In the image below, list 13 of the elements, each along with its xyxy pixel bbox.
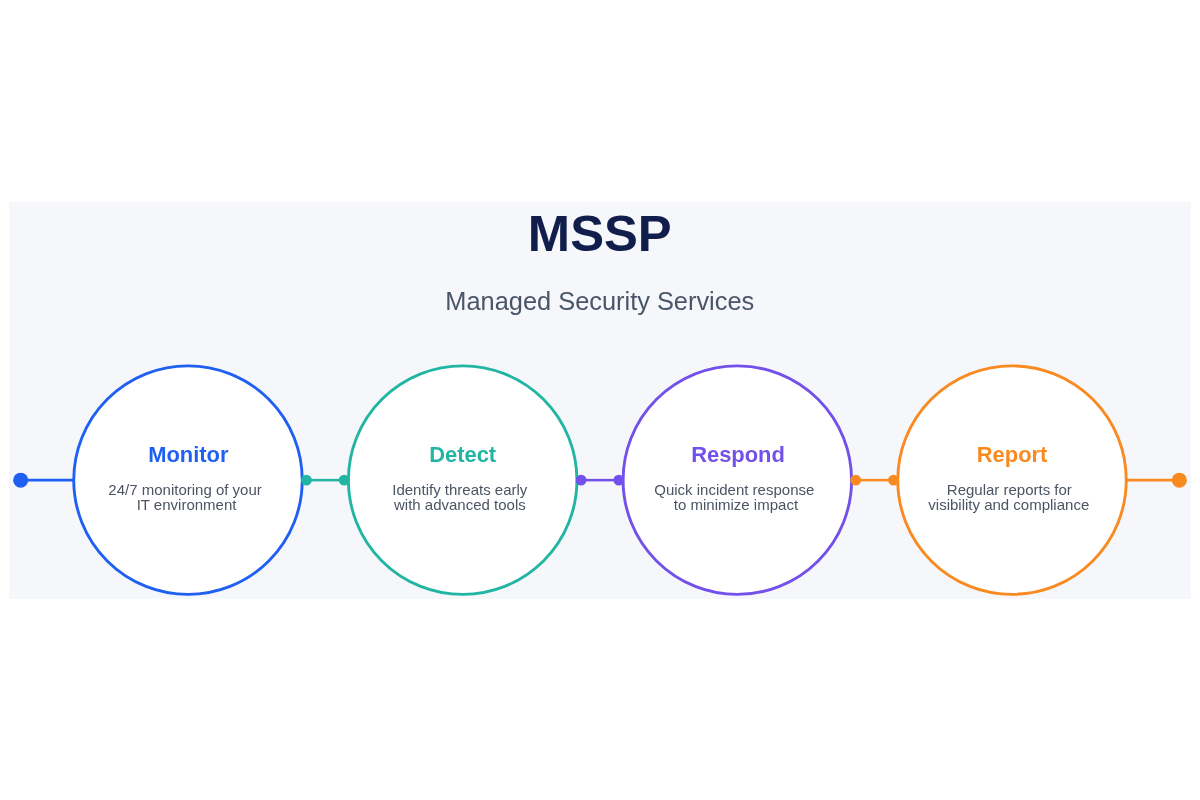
node-circle: Monitor 24/7 monitoring of your IT environment (72, 363, 304, 596)
connector (850, 474, 899, 486)
diagram-title: MSSP (527, 204, 672, 262)
connector (301, 474, 350, 486)
connector (575, 474, 625, 486)
node-circle: Report Regular reports for visibility and compliance (896, 363, 1128, 596)
node-circle (1171, 472, 1187, 488)
connector (27, 478, 74, 481)
connector (1126, 478, 1173, 481)
node-circle: Detect Identify threats early with advanced tools (346, 363, 579, 596)
node-circle (13, 472, 29, 488)
label: Managed Security Services (445, 286, 755, 315)
node-circle: Respond Quick incident response to minimize impact (621, 363, 854, 596)
